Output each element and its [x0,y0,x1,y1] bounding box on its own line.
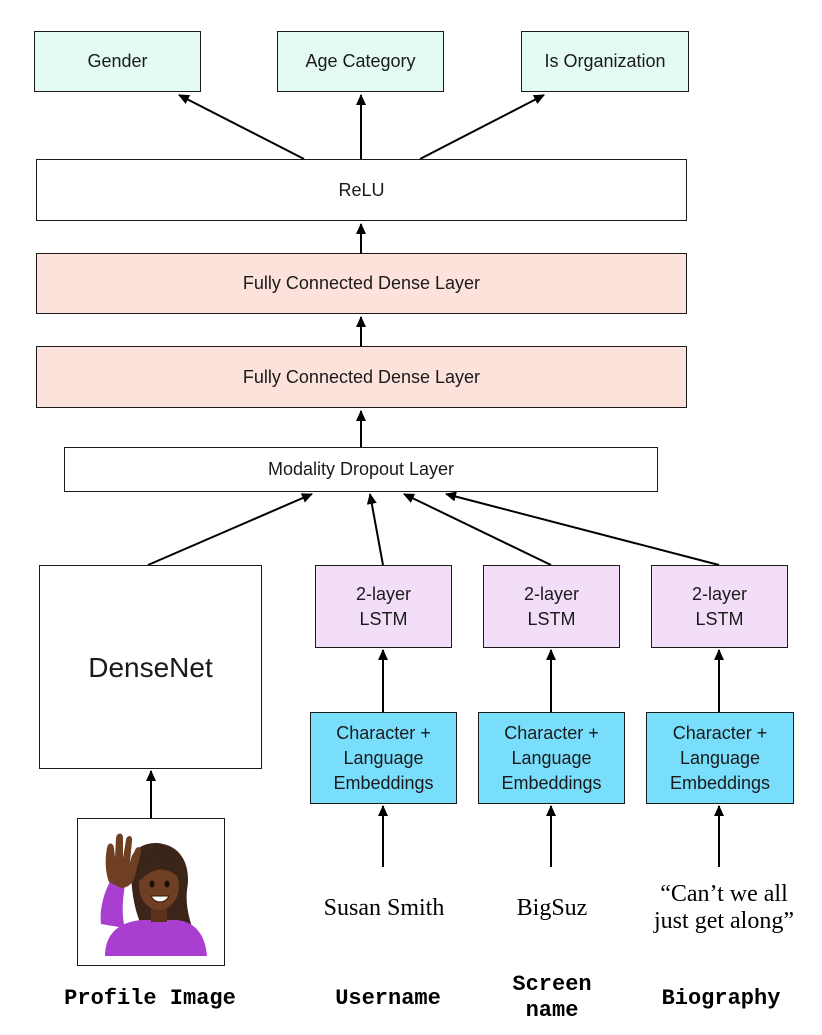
arrow-lstm-username-to-dropout [366,493,384,566]
densenet-label: DenseNet [88,651,213,683]
lstm-biography: 2-layer LSTM [651,565,788,648]
input-label-screen-name: Screen name [490,972,614,1024]
person-raising-hand-icon [100,833,207,956]
modality-dropout-label: Modality Dropout Layer [267,459,455,479]
dense-layer-top: Fully Connected Dense Layer [36,253,687,314]
example-biography-line2: just get along” [654,908,794,934]
lstm-username-line2: LSTM [359,608,408,629]
densenet-block: DenseNet [39,565,262,769]
lstm-username-line1: 2-layer [355,583,412,604]
output-age-category-label: Age Category [305,51,416,71]
lstm-screen-name: 2-layer LSTM [483,565,620,648]
output-gender: Gender [34,31,201,92]
embeddings-username-line1: Character + [336,722,431,743]
lstm-screen-name-line2: LSTM [527,608,576,629]
input-label-biography: Biography [661,986,781,1011]
lstm-username: 2-layer LSTM [315,565,452,648]
example-username: Susan Smith [323,895,445,921]
embeddings-username-line2: Language [343,747,424,768]
output-gender-label: Gender [87,51,148,71]
embeddings-biography-line2: Language [679,747,761,768]
input-label-username: Username [335,986,441,1011]
input-label-screen-name-line2: name [525,998,579,1023]
profile-image [77,818,225,966]
embeddings-screen-name-line1: Character + [504,722,599,743]
arrow-densenet-to-dropout [147,493,313,566]
embeddings-biography-line3: Embeddings [669,772,771,793]
dense-layer-bottom-label: Fully Connected Dense Layer [242,366,481,387]
dense-layer-top-label: Fully Connected Dense Layer [242,273,481,293]
input-label-screen-name-line1: Screen [512,972,592,997]
embeddings-biography-line1: Character + [672,722,768,743]
embeddings-username-line3: Embeddings [333,772,434,793]
arrow-lstm-screenname-to-dropout [403,493,552,566]
relu-layer: ReLU [36,159,687,221]
input-label-profile-image: Profile Image [64,986,236,1011]
lstm-biography-line1: 2-layer [691,583,748,604]
arrow-lstm-biography-to-dropout [445,491,720,566]
output-is-organization-label: Is Organization [544,51,666,71]
embeddings-screen-name: Character + Language Embeddings [478,712,625,804]
relu-layer-label: ReLU [338,179,385,200]
arrow-relu-to-organization [419,94,545,160]
dense-layer-bottom: Fully Connected Dense Layer [36,346,687,408]
lstm-biography-line2: LSTM [695,608,744,629]
modality-dropout-layer: Modality Dropout Layer [64,447,658,492]
embeddings-username: Character + Language Embeddings [310,712,457,804]
arrow-relu-to-gender [178,94,305,160]
embeddings-biography: Character + Language Embeddings [646,712,794,804]
lstm-screen-name-line1: 2-layer [523,583,580,604]
output-is-organization: Is Organization [521,31,689,92]
example-screen-name: BigSuz [516,895,588,921]
embeddings-screen-name-line3: Embeddings [501,772,602,793]
output-age-category: Age Category [277,31,444,92]
embeddings-screen-name-line2: Language [511,747,592,768]
example-biography-line1: “Can’t we all [660,881,788,907]
example-biography: “Can’t we all just get along” [636,881,812,935]
